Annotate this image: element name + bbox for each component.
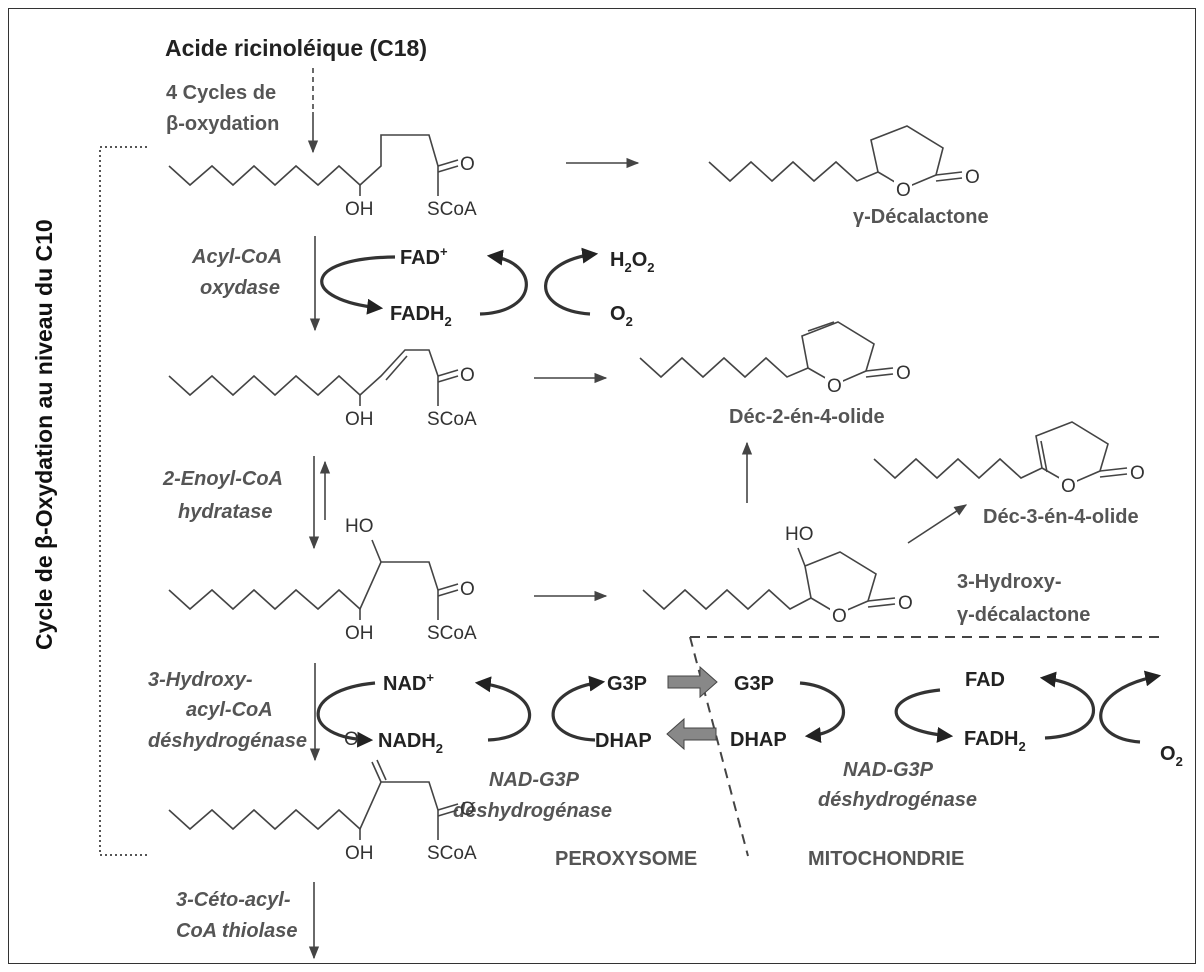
- curve-fad-fadh2: [320, 255, 396, 315]
- curve-h2o2-o2-right: [544, 247, 599, 316]
- side-label-beta-oxidation-cycle: Cycle de β-Oxydation au niveau du C10: [31, 219, 57, 650]
- mol4-SCoA: SCoA: [427, 843, 477, 864]
- mol3-HO: HO: [345, 516, 374, 537]
- step-hydroxyacyl-dh-line1: 3-Hydroxy-: [148, 669, 253, 691]
- molecule-hydroxy-decalactone: HO O O 3-Hydroxy- γ-décalactone: [642, 524, 1090, 627]
- cof-dhap-mito: DHAP: [730, 729, 787, 751]
- cof-dhap-perox: DHAP: [595, 730, 652, 752]
- step-acyl-coa-oxydase-line1: Acyl-CoA: [191, 246, 282, 268]
- enzyme-g3p-perox-line1: NAD-G3P: [489, 769, 580, 791]
- cof-nadh2: NADH2: [378, 730, 443, 756]
- dec3en-ring-O: O: [1061, 476, 1076, 497]
- mol4-OH: OH: [345, 843, 374, 864]
- label-decalactone: γ-Décalactone: [853, 206, 989, 228]
- diagram-frame: [8, 8, 1196, 964]
- mol4-O: O: [460, 799, 475, 820]
- transport-arrow-g3p: [667, 665, 718, 699]
- mol4-keto-O: O: [344, 729, 359, 750]
- curve-o2-mito-left: [1039, 671, 1096, 740]
- mol2-O: O: [460, 365, 475, 386]
- decalactone-ring-O: O: [896, 180, 911, 201]
- arrow-hydroxy-to-dec3en: [907, 504, 968, 544]
- transport-arrow-dhap: [666, 717, 717, 751]
- cof-o2-mito: O2: [1160, 743, 1183, 769]
- enzyme-g3p-mito-line1: NAD-G3P: [843, 759, 934, 781]
- hydroxy-ring-O: O: [832, 606, 847, 627]
- step-acyl-coa-oxydase-line2: oxydase: [200, 277, 280, 299]
- hydroxy-HO: HO: [785, 524, 814, 545]
- step-hydroxyacyl-dh-line2: acyl-CoA: [186, 699, 273, 721]
- molecule-decalactone: O O γ-Décalactone: [708, 125, 989, 228]
- cof-o2: O2: [610, 303, 633, 329]
- dec3en-carbonyl-O: O: [1130, 463, 1145, 484]
- mol2-OH: OH: [345, 409, 374, 430]
- cof-nad-plus: NAD+: [383, 670, 434, 695]
- enzyme-g3p-perox-line2: déshydrogénase: [453, 800, 612, 822]
- cof-fadh2: FADH2: [390, 303, 452, 329]
- label-peroxysome: PEROXYSOME: [555, 848, 697, 870]
- curve-h2o2-o2-left: [479, 249, 528, 316]
- step-enoyl-hydratase-line1: 2-Enoyl-CoA: [162, 468, 283, 490]
- enzyme-g3p-mito-line2: déshydrogénase: [818, 789, 977, 811]
- cof-g3p-perox: G3P: [607, 673, 647, 695]
- label-dec2en: Déc-2-én-4-olide: [729, 406, 885, 428]
- mol1-O: O: [460, 154, 475, 175]
- cof-h2o2: H2O2: [610, 249, 654, 275]
- molecule-dec3en: O O Déc-3-én-4-olide: [873, 421, 1145, 528]
- step-hydroxyacyl-dh-line3: déshydrogénase: [148, 730, 307, 752]
- step-enoyl-hydratase-line2: hydratase: [178, 501, 273, 523]
- mol1-OH: OH: [345, 199, 374, 220]
- step-thiolase-line1: 3-Céto-acyl-: [176, 889, 291, 911]
- curve-g3p-dhap-mito: [799, 681, 846, 743]
- decalactone-carbonyl-O: O: [965, 167, 980, 188]
- cof-g3p-mito: G3P: [734, 673, 774, 695]
- cof-fad-plus: FAD+: [400, 244, 448, 269]
- curve-fad-fadh2-mito: [894, 688, 954, 743]
- molecule-2-enoyl-coa: O OH SCoA: [168, 349, 477, 430]
- label-dec3en: Déc-3-én-4-olide: [983, 506, 1139, 528]
- dec2en-carbonyl-O: O: [896, 363, 911, 384]
- molecule-4-ketoacyl-coa: O O OH SCoA: [168, 729, 477, 864]
- molecule-3-dihydroxy-acyl-coa: HO O OH SCoA: [168, 516, 477, 644]
- mol1-SCoA: SCoA: [427, 199, 477, 220]
- molecule-dec2en: O O Déc-2-én-4-olide: [639, 321, 911, 428]
- mol3-OH: OH: [345, 623, 374, 644]
- mol3-SCoA: SCoA: [427, 623, 477, 644]
- step-pre-line1: 4 Cycles de: [166, 82, 276, 104]
- cycle-bracket: [99, 146, 147, 856]
- molecule-1-hydroxyacyl-coa: O OH SCoA: [168, 134, 477, 220]
- mol3-O: O: [460, 579, 475, 600]
- curve-o2-mito-right: [1099, 670, 1162, 744]
- step-pre-line2: β-oxydation: [166, 113, 279, 135]
- title-acide-ricinoleique: Acide ricinoléique (C18): [165, 35, 427, 61]
- curve-g3p-dhap-left: [474, 676, 532, 742]
- label-mitochondrie: MITOCHONDRIE: [808, 848, 964, 870]
- curve-nad-nadh2: [316, 681, 376, 748]
- mol2-SCoA: SCoA: [427, 409, 477, 430]
- label-hydroxy-line2: γ-décalactone: [957, 604, 1090, 626]
- cof-fadh2-mito: FADH2: [964, 728, 1026, 754]
- step-thiolase-line2: CoA thiolase: [176, 920, 298, 942]
- dec2en-ring-O: O: [827, 376, 842, 397]
- hydroxy-carbonyl-O: O: [898, 593, 913, 614]
- cof-fad-mito: FAD: [965, 669, 1005, 691]
- label-hydroxy-line1: 3-Hydroxy-: [957, 571, 1061, 593]
- curve-g3p-dhap-right: [551, 675, 606, 742]
